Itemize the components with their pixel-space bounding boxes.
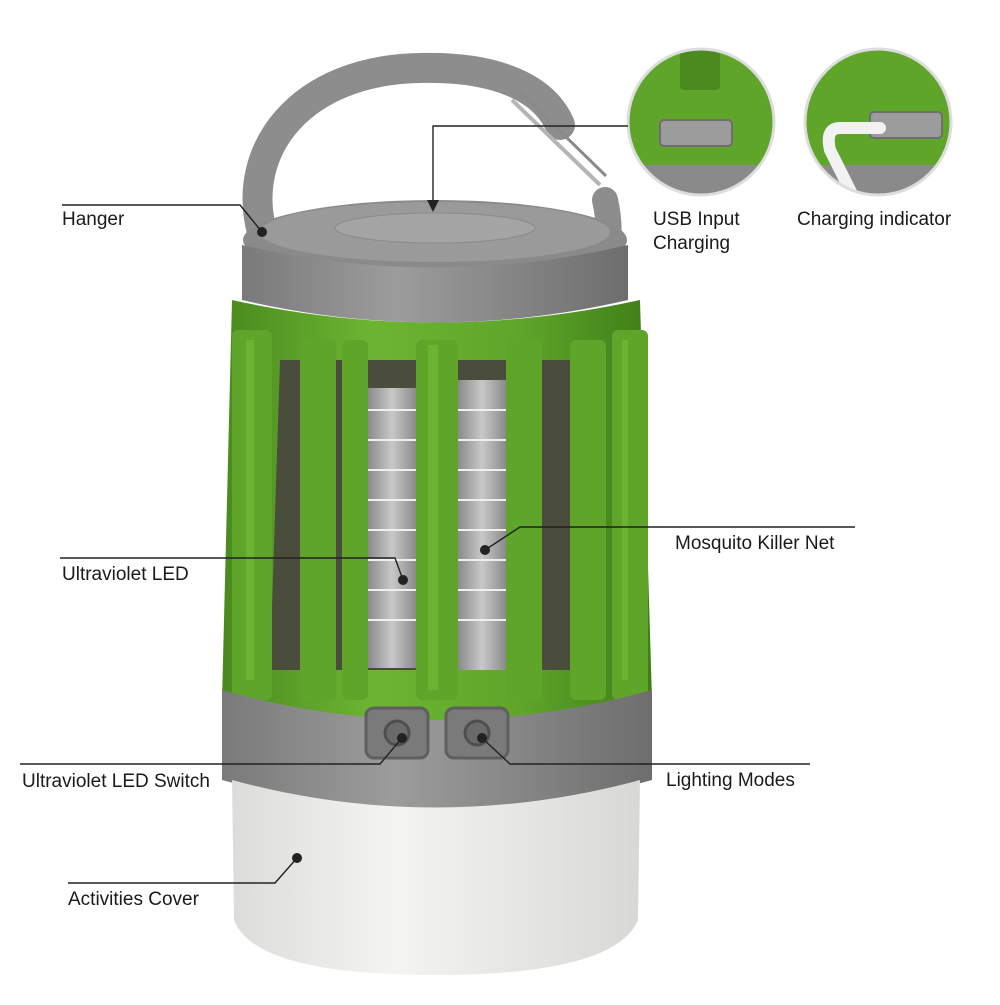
callout-charging-indicator (803, 47, 953, 197)
label-ultraviolet-led-switch: Ultraviolet LED Switch (22, 771, 210, 792)
top-cap (242, 200, 628, 323)
label-hanger: Hanger (62, 209, 125, 230)
label-activities-cover: Activities Cover (68, 889, 199, 910)
leader-uv-switch (20, 737, 403, 765)
diffuser-cover (232, 780, 640, 975)
killer-grid-right (458, 380, 506, 670)
leader-lighting-modes (481, 737, 810, 765)
leader-mosquito-net (484, 526, 855, 551)
leader-usb (432, 125, 628, 205)
callout-usb-port (626, 47, 776, 197)
label-usb-input-line1: USB Input (653, 209, 740, 230)
label-charging-indicator: Charging indicator (797, 209, 952, 230)
leader-hanger (62, 204, 263, 233)
label-usb-input-line2: Charging (653, 233, 731, 254)
arrowhead-usb (427, 200, 439, 212)
label-lighting-modes: Lighting Modes (666, 770, 795, 791)
green-cage-body (222, 300, 652, 730)
label-mosquito-killer-net: Mosquito Killer Net (675, 533, 835, 554)
leader-activities-cover (68, 857, 298, 884)
leader-uv-led (60, 557, 404, 581)
leader-lines (20, 125, 855, 884)
label-usb-input: USB Input Charging (653, 208, 740, 256)
label-ultraviolet-led: Ultraviolet LED (62, 564, 189, 585)
leader-dots (257, 227, 490, 863)
killer-grid-left (368, 388, 416, 668)
